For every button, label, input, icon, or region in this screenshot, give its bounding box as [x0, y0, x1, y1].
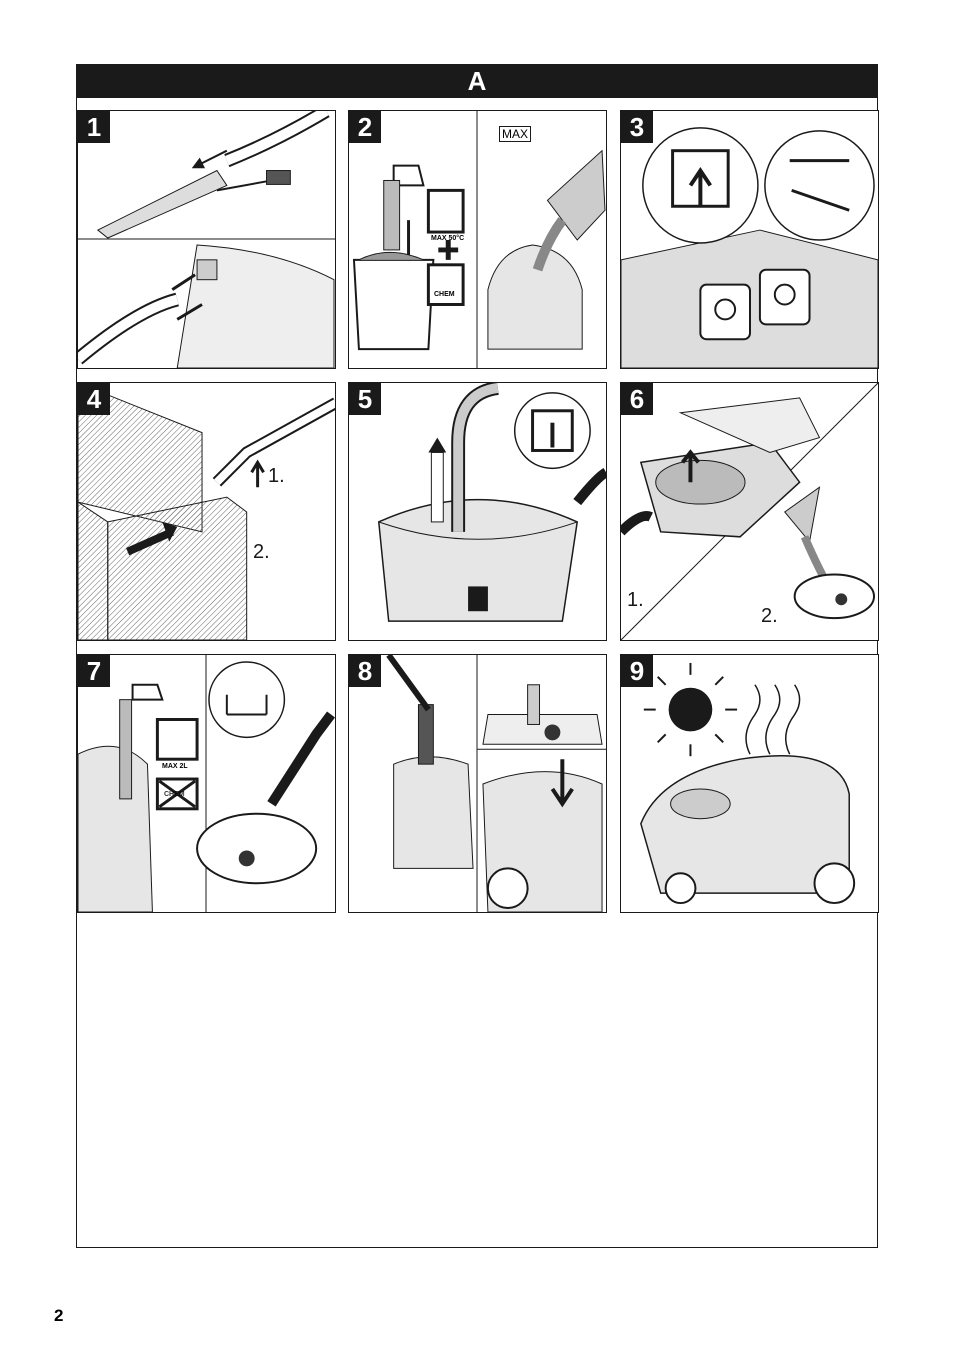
rinse-illustration — [78, 655, 335, 912]
page-number: 2 — [54, 1306, 64, 1325]
section-title: A — [77, 65, 877, 98]
step-1-label: 1. — [268, 465, 285, 487]
remove-hose-illustration — [377, 383, 606, 622]
panel-5-number: 5 — [349, 383, 381, 415]
panel-4: 4 1. 2. — [77, 382, 336, 641]
empty-tank-illustration — [621, 383, 878, 640]
water-temp-label: MAX 50°C — [431, 235, 465, 242]
fill-water-illustration — [352, 111, 606, 368]
cleaning-couch-illustration — [78, 383, 335, 640]
panel-2-number: 2 — [349, 111, 381, 143]
step-1-label: 1. — [627, 589, 644, 611]
step-2-label: 2. — [253, 541, 270, 563]
clean-filter-illustration — [386, 655, 606, 912]
panel-8-number: 8 — [349, 655, 381, 687]
panel-7: 7 MAX 2L CHEM — [77, 654, 336, 913]
illustration-frame: A 1 2 — [76, 64, 879, 1248]
panel-3: 3 — [620, 110, 879, 369]
panel-1: 1 — [77, 110, 336, 369]
max-fill-label: MAX — [499, 126, 532, 142]
control-switch-illustration — [621, 127, 878, 368]
panel-6-number: 6 — [621, 383, 653, 415]
hose-attach-illustration — [78, 111, 335, 368]
water-volume-label: MAX 2L — [162, 763, 188, 770]
panel-1-number: 1 — [78, 111, 110, 143]
step-2-label: 2. — [761, 605, 778, 627]
panel-7-number: 7 — [78, 655, 110, 687]
panel-2: 2 MAX MAX 50°C CHEM — [348, 110, 607, 369]
panel-9-number: 9 — [621, 655, 653, 687]
panel-9: 9 — [620, 654, 879, 913]
panel-3-number: 3 — [621, 111, 653, 143]
chem-label: CHEM — [434, 291, 455, 298]
panel-5: 5 — [348, 382, 607, 641]
panel-4-number: 4 — [78, 383, 110, 415]
chem-label: CHEM — [164, 791, 185, 798]
panel-6: 6 1. 2. — [620, 382, 879, 641]
panel-8: 8 — [348, 654, 607, 913]
dry-device-illustration — [640, 662, 856, 905]
